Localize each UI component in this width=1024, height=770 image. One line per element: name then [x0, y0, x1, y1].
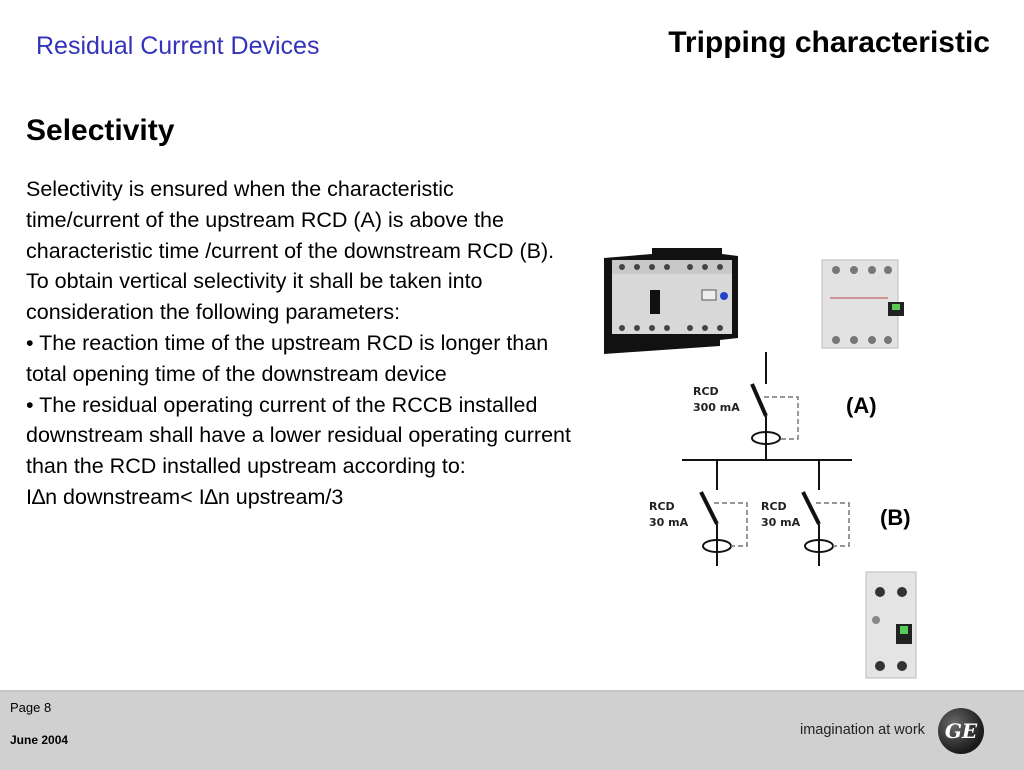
- footer-slogan: imagination at work: [800, 722, 925, 738]
- footer: Page 8 June 2004 imagination at work GE: [0, 690, 1024, 770]
- rcd-block-image: [604, 248, 738, 354]
- upstream-rcd-label: RCD: [693, 385, 719, 398]
- downstream-rcd-rating-1: 30 mA: [649, 516, 689, 529]
- rccb-2pole-image: [865, 571, 917, 679]
- downstream-rcd-label-1: RCD: [649, 500, 675, 513]
- bullet-reaction-time: • The reaction time of the upstream RCD …: [26, 330, 549, 386]
- formula: I∆n downstream< I∆n upstream/3: [26, 484, 344, 509]
- downstream-rcd-rating-2: 30 mA: [761, 516, 801, 529]
- downstream-tag: (B): [880, 505, 911, 530]
- paragraph-intro: Selectivity is ensured when the characte…: [26, 177, 555, 325]
- upstream-tag: (A): [846, 393, 877, 418]
- slide-title: Tripping characteristic: [668, 26, 990, 59]
- rccb-4pole-image: [821, 259, 904, 349]
- heading-selectivity: Selectivity: [26, 114, 175, 147]
- upstream-rcd-rating: 300 mA: [693, 401, 740, 414]
- footer-date: June 2004: [10, 733, 69, 747]
- body-text: Selectivity is ensured when the characte…: [26, 174, 571, 513]
- bullet-residual-current: • The residual operating current of the …: [26, 392, 571, 479]
- selectivity-diagram: RCD 300 mA RCD 30 mA RCD 30 mA: [649, 352, 852, 566]
- section-subtitle: Residual Current Devices: [36, 32, 320, 60]
- ge-logo-icon: GE: [938, 708, 984, 754]
- page-number: Page 8: [10, 700, 52, 715]
- downstream-rcd-label-2: RCD: [761, 500, 787, 513]
